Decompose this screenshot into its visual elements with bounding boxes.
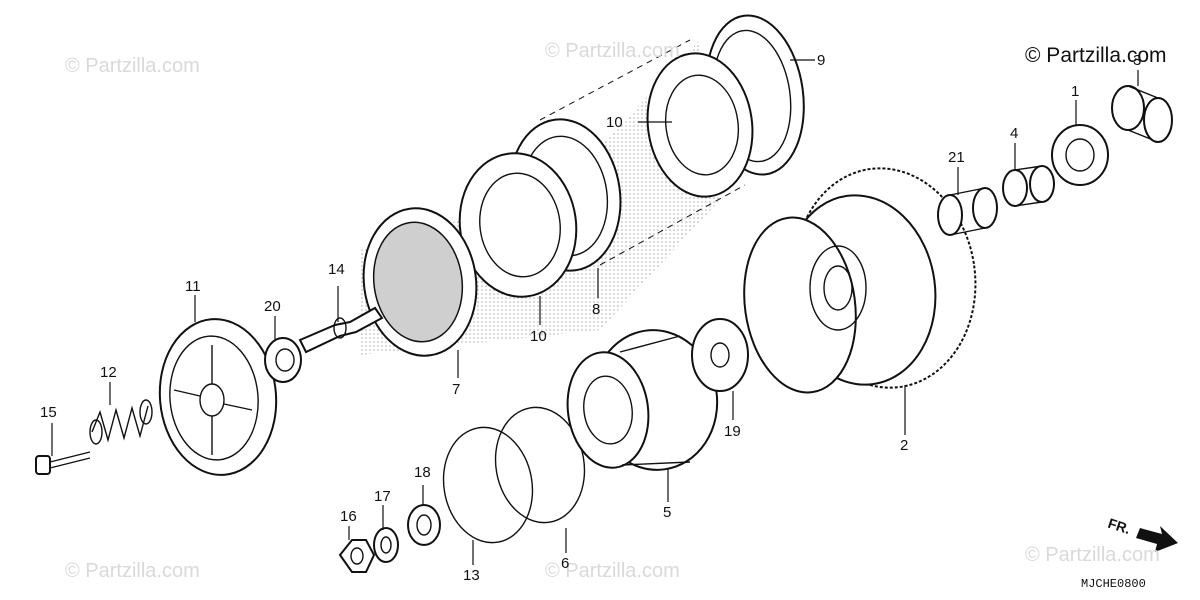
callout-7: 7	[452, 381, 461, 398]
callout-19: 19	[724, 423, 741, 440]
part-12-clutch-spring	[89, 399, 153, 445]
part-10-clutch-plate-upper	[646, 52, 754, 198]
watermark-bottom-right: © Partzilla.com	[1025, 544, 1160, 566]
callout-9: 9	[817, 52, 826, 69]
front-arrow-icon	[1136, 526, 1178, 552]
callout-15: 15	[40, 404, 57, 421]
leader-lines	[51, 59, 1139, 565]
part-1-flange	[1051, 124, 1109, 186]
callout-10-lower: 10	[530, 328, 547, 345]
part-10-clutch-plate-lower	[458, 152, 578, 298]
alignment-line-bottom	[599, 184, 746, 266]
part-2-clutch-outer	[743, 167, 977, 394]
part-16-nut	[338, 539, 376, 573]
callout-14: 14	[328, 261, 345, 278]
part-17-washer	[373, 527, 399, 563]
callout-13: 13	[463, 567, 480, 584]
diagram-code: MJCHE0800	[1081, 577, 1146, 591]
callout-4: 4	[1010, 125, 1019, 142]
callout-10-upper: 10	[606, 114, 623, 131]
callout-1: 1	[1071, 83, 1080, 100]
part-11-pressure-plate	[158, 318, 278, 476]
part-7-clutch-disc	[362, 207, 478, 357]
part-21-needle-bearing	[937, 187, 998, 236]
callout-17: 17	[374, 488, 391, 505]
watermark-top-left: © Partzilla.com	[65, 55, 200, 77]
part-15-bolt	[35, 451, 91, 475]
part-19-thrust-washer	[691, 318, 749, 392]
watermark-top-center: © Partzilla.com	[545, 40, 680, 62]
part-13-wire-ring	[442, 426, 534, 544]
part-3-collar	[1111, 85, 1173, 143]
callout-8: 8	[592, 301, 601, 318]
part-18-washer	[407, 504, 441, 546]
part-20-bearing	[264, 337, 302, 383]
part-6-ring	[494, 406, 586, 524]
watermark-bottom-center: © Partzilla.com	[545, 560, 680, 582]
callout-6: 6	[561, 555, 570, 572]
part-4-bushing	[1002, 165, 1055, 207]
callout-16: 16	[340, 508, 357, 525]
callout-20: 20	[264, 298, 281, 315]
callout-5: 5	[663, 504, 672, 521]
part-14-lifter-rod	[298, 306, 384, 354]
callout-12: 12	[100, 364, 117, 381]
callout-3: 3	[1133, 52, 1142, 69]
callout-21: 21	[948, 149, 965, 166]
callout-18: 18	[414, 464, 431, 481]
watermark-bottom-left: © Partzilla.com	[65, 560, 200, 582]
callout-11: 11	[185, 278, 201, 295]
callout-2: 2	[900, 437, 909, 454]
watermark-top-right: © Partzilla.com	[1025, 44, 1167, 67]
